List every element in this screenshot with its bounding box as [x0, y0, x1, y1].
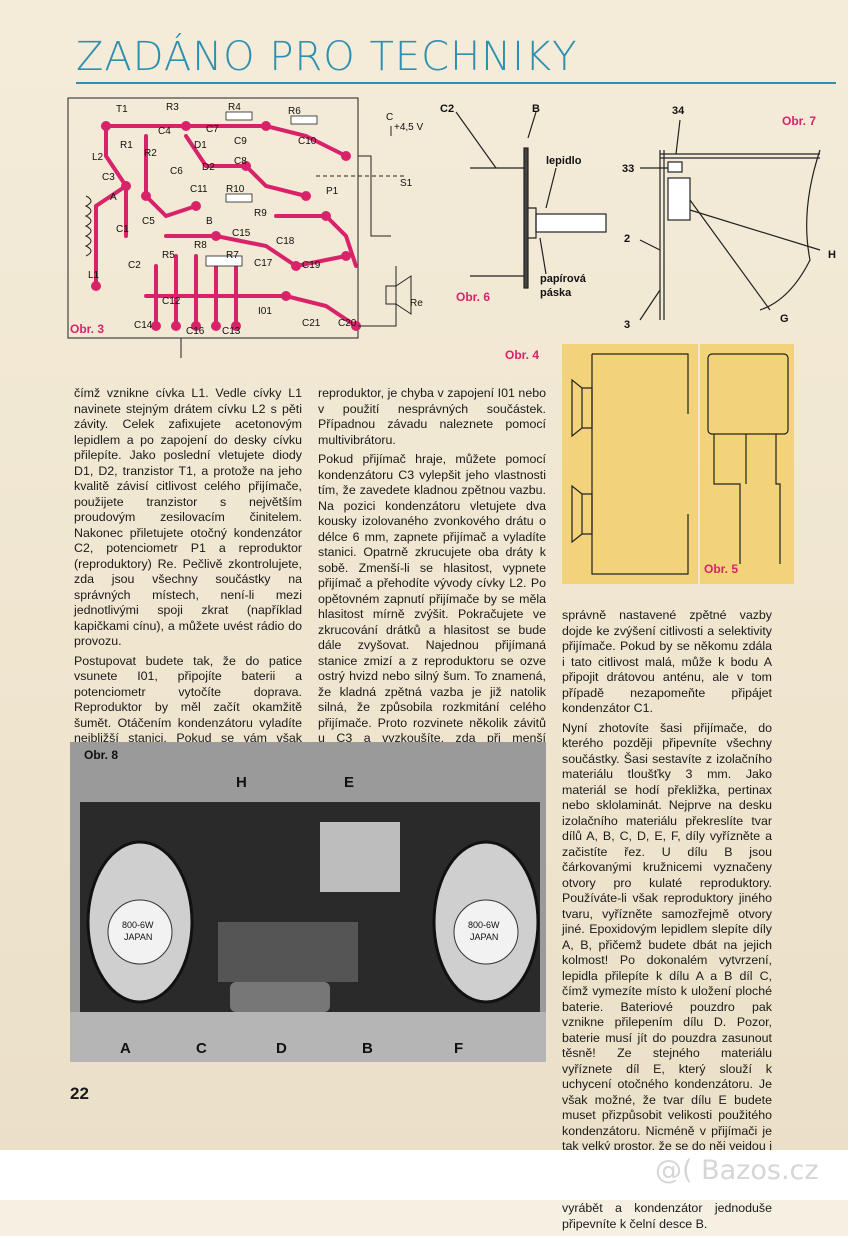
photo-label-f: F — [454, 1040, 464, 1057]
figure-obr7: 34 33 2 3 H G Obr. 7 — [620, 100, 840, 331]
pcb-label-c7: C7 — [206, 124, 219, 135]
pcb-label-l1: L1 — [88, 270, 100, 281]
pcb-label-b: B — [206, 216, 213, 227]
pcb-label-r1: R1 — [120, 140, 133, 151]
speaker-label-left: 800-6W — [122, 920, 154, 930]
paragraph: správně nastavené zpětné vazby dojde ke … — [562, 608, 772, 715]
pcb-label-d2: D2 — [202, 162, 215, 173]
pcb-label-c15: C15 — [232, 228, 251, 239]
page-title: ZADÁNO PRO TECHNIKY — [76, 34, 578, 80]
watermark: @( Bazos.cz — [655, 1155, 819, 1186]
text-column-2: reproduktor, je chyba v zapojení I01 neb… — [318, 386, 546, 782]
obr7-label-g: G — [780, 313, 789, 325]
pcb-diagram: T1 R3 R4 R6 R1 R2 C4 C7 D1 D2 C9 C10 L2 … — [67, 97, 424, 358]
obr6-label-c2: C2 — [440, 103, 454, 115]
figure-obr5: Obr. 5 — [700, 344, 794, 584]
pcb-label-a: A — [110, 192, 117, 203]
pcb-label-r8: R8 — [194, 240, 207, 251]
pcb-label-c20: C20 — [338, 318, 357, 329]
pcb-label-c9: C9 — [234, 136, 247, 147]
pcb-label-vcc: +4,5 V — [394, 122, 424, 133]
obr7-label-33: 33 — [622, 163, 634, 175]
figure-obr6: C2 B lepidlo papírová páska Obr. 6 — [436, 98, 626, 308]
photo-label-d: D — [276, 1040, 287, 1057]
obr4-diagram — [571, 353, 689, 575]
figure-label-obr4: Obr. 4 — [505, 348, 540, 362]
pcb-label-r6: R6 — [288, 106, 301, 117]
obr6-label-paska: páska — [540, 287, 572, 299]
pcb-label-c1: C1 — [116, 224, 129, 235]
pcb-label-r9: R9 — [254, 208, 267, 219]
pcb-label-c8: C8 — [234, 156, 247, 167]
text-column-3: správně nastavené zpětné vazby dojde ke … — [562, 608, 772, 1236]
pcb-label-c17: C17 — [254, 258, 273, 269]
figure-obr8-photo: 800-6W JAPAN 800-6W JAPAN Obr. 8 H E A C… — [70, 742, 546, 1062]
pcb-label-c21: C21 — [302, 318, 321, 329]
paragraph: Nyní zhotovíte šasi přijímače, do kteréh… — [562, 720, 772, 1231]
obr6-label-b: B — [532, 103, 540, 115]
pcb-label-c18: C18 — [276, 236, 295, 247]
pcb-label-c16: C16 — [186, 326, 205, 337]
speaker-japan-left: JAPAN — [124, 932, 152, 942]
pcb-label-c10: C10 — [298, 136, 317, 147]
pcb-label-c12: C12 — [162, 296, 181, 307]
photo-label-c: C — [196, 1040, 207, 1057]
pcb-label-l2: L2 — [92, 152, 104, 163]
pcb-label-i01: I01 — [258, 306, 272, 317]
pcb-label-c: C — [386, 112, 393, 123]
pcb-label-c3: C3 — [102, 172, 115, 183]
pcb-label-r10: R10 — [226, 184, 245, 195]
pcb-label-c4: C4 — [158, 126, 171, 137]
figure-label-obr3: Obr. 3 — [70, 322, 105, 336]
pcb-label-c13: C13 — [222, 326, 241, 337]
obr5-diagram — [707, 353, 789, 564]
pcb-label-s1: S1 — [400, 178, 413, 189]
pcb-label-r7: R7 — [226, 250, 239, 261]
pcb-label-r3: R3 — [166, 102, 179, 113]
obr7-label-2: 2 — [624, 233, 630, 245]
title-rule — [76, 82, 836, 84]
photo-label-b: B — [362, 1040, 373, 1057]
obr7-label-h: H — [828, 249, 836, 261]
figure-obr3: T1 R3 R4 R6 R1 R2 C4 C7 D1 D2 C9 C10 L2 … — [66, 96, 426, 366]
bottom-margin — [0, 1150, 848, 1200]
figure-label-obr5: Obr. 5 — [704, 562, 739, 576]
obr7-diagram: 34 33 2 3 H G — [622, 105, 836, 331]
pcb-label-c14: C14 — [134, 320, 153, 331]
figure-label-obr6: Obr. 6 — [456, 290, 491, 304]
pcb-label-r5: R5 — [162, 250, 175, 261]
paragraph: Pokud přijímač hraje, můžete pomocí kond… — [318, 452, 546, 776]
photo-label-a: A — [120, 1040, 131, 1057]
speaker-japan-right: JAPAN — [470, 932, 498, 942]
pcb-label-p1: P1 — [326, 186, 339, 197]
obr7-label-34: 34 — [672, 105, 685, 117]
figure-obr4 — [562, 344, 698, 584]
pcb-label-c11: C11 — [190, 184, 208, 195]
obr7-label-3: 3 — [624, 319, 630, 330]
pcb-label-t1: T1 — [116, 104, 128, 115]
pcb-label-re: Re — [410, 298, 423, 309]
figure-label-obr8: Obr. 8 — [84, 748, 119, 762]
pcb-label-r4: R4 — [228, 102, 241, 113]
paragraph: reproduktor, je chyba v zapojení I01 neb… — [318, 386, 546, 447]
chassis-photo: 800-6W JAPAN 800-6W JAPAN — [70, 742, 546, 1062]
page-number: 22 — [70, 1084, 89, 1103]
speaker-label-right: 800-6W — [468, 920, 500, 930]
obr6-label-lepidlo: lepidlo — [546, 155, 582, 167]
paragraph: čímž vznikne cívka L1. Vedle cívky L1 na… — [74, 386, 302, 648]
obr6-label-papirova: papírová — [540, 273, 587, 285]
pcb-label-r2: R2 — [144, 148, 157, 159]
pcb-label-c6: C6 — [170, 166, 183, 177]
pcb-label-c5: C5 — [142, 216, 155, 227]
photo-label-h: H — [236, 774, 247, 791]
obr6-diagram: C2 B lepidlo papírová páska — [440, 103, 607, 299]
figure-label-obr7: Obr. 7 — [782, 114, 817, 128]
photo-label-e: E — [344, 774, 355, 791]
pcb-label-c19: C19 — [302, 260, 321, 271]
pcb-label-c2: C2 — [128, 260, 141, 271]
pcb-label-d1: D1 — [194, 140, 207, 151]
